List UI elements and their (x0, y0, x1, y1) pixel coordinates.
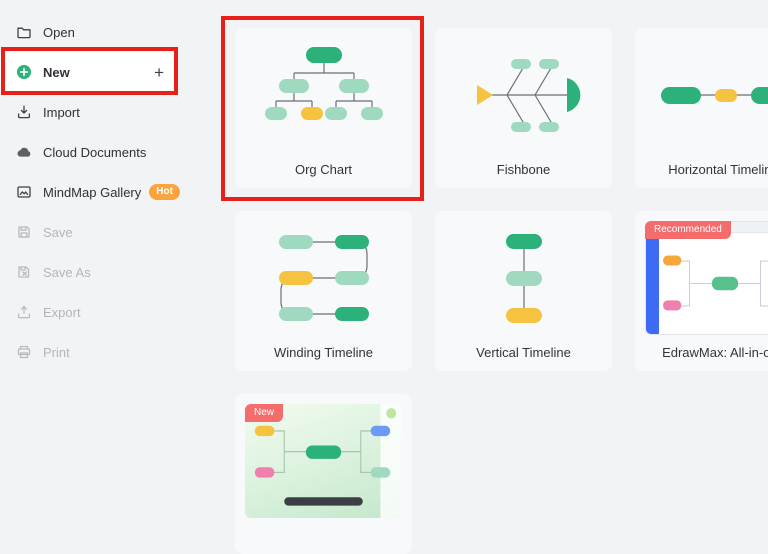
print-icon (16, 344, 32, 360)
recommended-badge: Recommended (645, 221, 731, 239)
template-label: Org Chart (235, 162, 412, 177)
sidebar-item-label: Cloud Documents (43, 145, 146, 160)
plus-icon[interactable]: + (154, 64, 164, 81)
save-as-icon (16, 264, 32, 280)
gallery-icon (16, 184, 32, 200)
import-icon (16, 104, 32, 120)
sidebar-item-label: Export (43, 305, 81, 320)
sidebar-item-new[interactable]: New + (0, 52, 178, 92)
new-badge: New (245, 404, 283, 422)
hot-badge: Hot (149, 184, 180, 200)
mini-blue-sidebar (646, 233, 659, 334)
template-card-horizontal-timeline[interactable]: Horizontal Timeline (635, 28, 768, 188)
export-icon (16, 304, 32, 320)
sidebar-item-print[interactable]: Print (0, 332, 178, 372)
sidebar-item-label: Save As (43, 265, 91, 280)
cloud-icon (16, 144, 32, 160)
template-grid: Org Chart Fishbone (190, 0, 768, 554)
template-card-new[interactable]: New (235, 394, 412, 554)
new-plus-circle-icon (16, 64, 32, 80)
save-icon (16, 224, 32, 240)
template-card-org-chart[interactable]: Org Chart (235, 28, 412, 188)
template-label: EdrawMax: All-in-one (635, 345, 768, 360)
sidebar-item-export[interactable]: Export (0, 292, 178, 332)
sidebar-item-save[interactable]: Save (0, 212, 178, 252)
sidebar-item-label: Open (43, 25, 75, 40)
winding-timeline-thumbnail (243, 219, 404, 337)
sidebar-item-label: Save (43, 225, 73, 240)
template-card-vertical-timeline[interactable]: Vertical Timeline (435, 211, 612, 371)
sidebar-item-label: New (43, 65, 70, 80)
template-label: Horizontal Timeline (635, 162, 768, 177)
sidebar-item-label: Print (43, 345, 70, 360)
sidebar: Open New + Import Cloud Documents MindMa… (0, 0, 190, 511)
horizontal-timeline-thumbnail (643, 36, 768, 154)
sidebar-item-import[interactable]: Import (0, 92, 178, 132)
template-card-edrawmax[interactable]: Recommended EdrawMax: All-in-one (635, 211, 768, 371)
vertical-timeline-thumbnail (443, 219, 604, 337)
sidebar-item-label: MindMap Gallery (43, 185, 141, 200)
template-card-fishbone[interactable]: Fishbone (435, 28, 612, 188)
sidebar-item-mindmap-gallery[interactable]: MindMap Gallery Hot (0, 172, 178, 212)
open-folder-icon (16, 24, 32, 40)
fishbone-thumbnail (443, 36, 604, 154)
template-label: Fishbone (435, 162, 612, 177)
sidebar-item-label: Import (43, 105, 80, 120)
org-chart-thumbnail (243, 36, 404, 154)
sidebar-item-open[interactable]: Open (0, 12, 178, 52)
template-label: Winding Timeline (235, 345, 412, 360)
template-card-winding-timeline[interactable]: Winding Timeline (235, 211, 412, 371)
template-label: Vertical Timeline (435, 345, 612, 360)
sidebar-item-save-as[interactable]: Save As (0, 252, 178, 292)
sidebar-item-cloud-documents[interactable]: Cloud Documents (0, 132, 178, 172)
